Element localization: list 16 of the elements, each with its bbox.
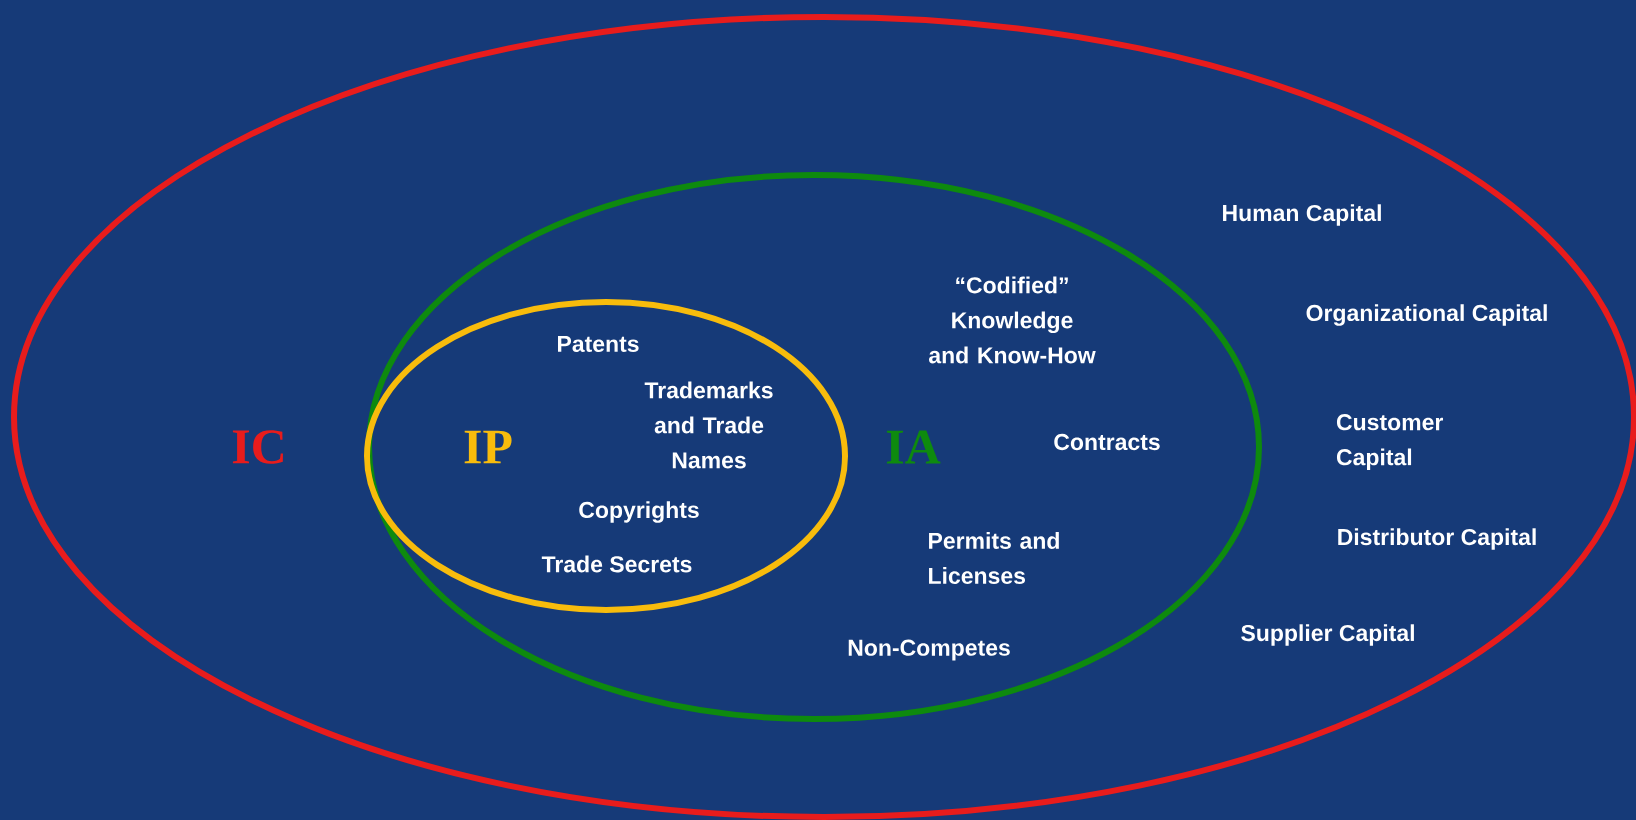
item-label: Trade Secrets [541,555,692,573]
category-label: IA [886,430,941,464]
item-label: Permits and Licenses [929,532,1059,584]
category-label: IC [232,430,283,464]
item-label: “Codified” Knowledge and Know-How [929,276,1096,364]
item-label: Contracts [1054,433,1160,451]
item-label: Human Capital [1223,204,1381,226]
item-label: Patents [558,335,639,352]
category-label: IP [464,430,512,464]
item-label: Supplier Capital [1241,624,1414,646]
item-label: Trademarks and Trade Names [644,381,773,469]
item-label: Customer Capital [1336,414,1443,470]
item-label: Copyrights [579,501,699,523]
item-label: Non-Competes [848,639,1010,661]
item-label: Distributor Capital [1338,528,1536,550]
item-label: Organizational Capital [1306,304,1547,326]
